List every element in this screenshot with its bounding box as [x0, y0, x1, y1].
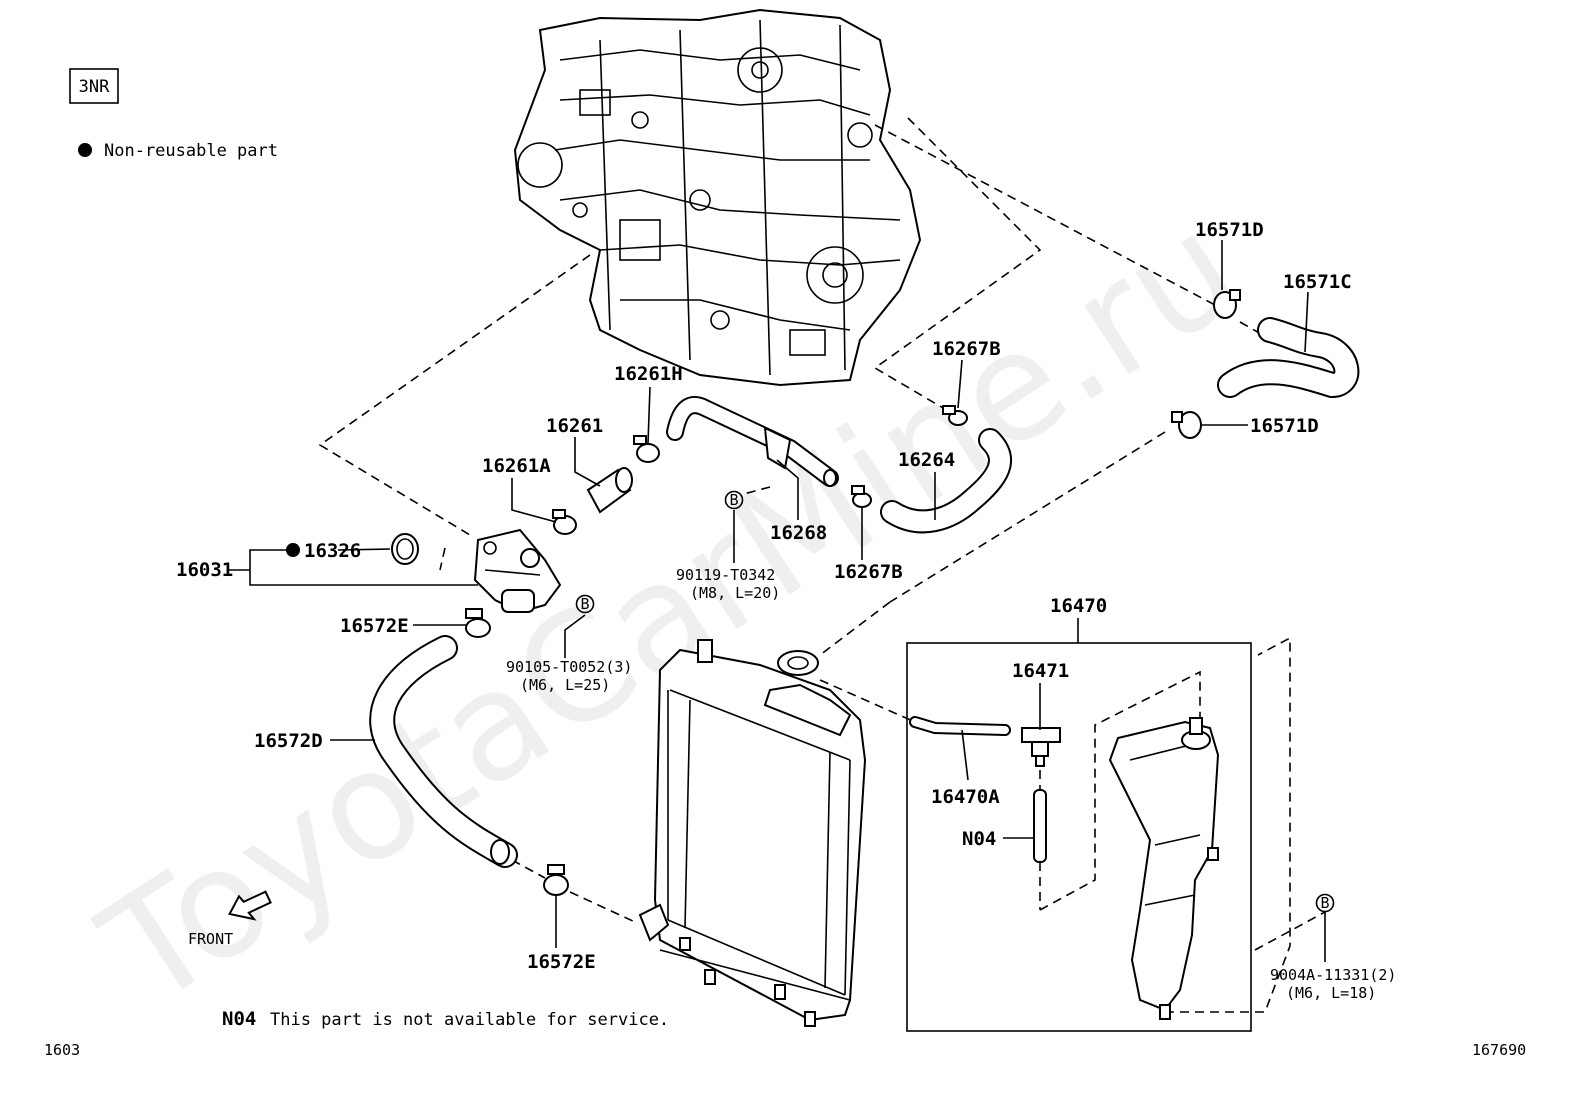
- non-reusable-icon: [286, 543, 300, 557]
- clamp-16571D-bottom: [1171, 411, 1202, 439]
- pipe-16268: [668, 398, 837, 485]
- label-16572E-bottom: 16572E: [527, 951, 596, 973]
- label-16572E-top: 16572E: [340, 615, 409, 637]
- hose-16571C: [1219, 319, 1358, 397]
- hose-16572D: [371, 637, 516, 866]
- label-16470A: 16470A: [931, 786, 1000, 808]
- reservoir-tank: [1108, 717, 1220, 1020]
- label-16261A: 16261A: [482, 455, 551, 477]
- ref-mark-b-90105: B: [575, 594, 595, 614]
- label-16268: 16268: [770, 522, 827, 544]
- reservoir-assembly-box: [906, 642, 1252, 1032]
- clamp-16267B-bottom: [851, 485, 872, 508]
- footer-left-code: 1603: [44, 1041, 80, 1059]
- label-16571D-bottom: 16571D: [1250, 415, 1319, 437]
- label-16572D: 16572D: [254, 730, 323, 752]
- engine-code-box: [69, 68, 119, 104]
- front-label: FRONT: [188, 930, 233, 948]
- label-90119: 90119-T0342: [676, 566, 775, 584]
- label-16326: 16326: [304, 540, 361, 562]
- label-90105: 90105-T0052(3): [506, 658, 632, 676]
- gasket-16326: [391, 533, 419, 565]
- n04-code: N04: [222, 1008, 256, 1030]
- legend-text: Non-reusable part: [104, 141, 278, 161]
- radiator: [638, 639, 867, 1027]
- n04-note: This part is not available for service.: [270, 1010, 669, 1030]
- label-90105-spec: (M6, L=25): [520, 676, 610, 694]
- label-N04: N04: [962, 828, 996, 850]
- thermostat-housing: [473, 528, 562, 614]
- pipe-bracket: [763, 426, 792, 470]
- clamp-16267B-top: [942, 405, 968, 426]
- hose-16572D-end: [490, 839, 510, 865]
- radiator-cap: [777, 650, 819, 676]
- pipe-N04: [1033, 789, 1047, 863]
- svg-text:B: B: [580, 595, 589, 613]
- label-16470: 16470: [1050, 595, 1107, 617]
- leader-lines: [227, 240, 1326, 962]
- footer-right-code: 167690: [1472, 1041, 1526, 1059]
- clamp-16571D-top: [1213, 289, 1241, 319]
- engine-code: 3NR: [79, 77, 110, 97]
- label-16261: 16261: [546, 415, 603, 437]
- label-90119-spec: (M8, L=20): [690, 584, 780, 602]
- hose-16470A: [911, 718, 1009, 734]
- svg-text:B: B: [1320, 894, 1329, 912]
- radiator-pin: [697, 639, 713, 663]
- label-16267B-bottom: 16267B: [834, 561, 903, 583]
- front-arrow-icon: [228, 890, 272, 921]
- label-9004A-spec: (M6, L=18): [1286, 984, 1376, 1002]
- clamp-16261A: [552, 509, 577, 535]
- reference-lines: [318, 117, 1326, 1013]
- label-16031: 16031: [176, 559, 233, 581]
- ref-mark-b-9004A: B: [1315, 893, 1335, 913]
- hose-16261: [586, 467, 633, 514]
- cap-16471: [1021, 727, 1061, 767]
- label-16471: 16471: [1012, 660, 1069, 682]
- ref-mark-b-90119: B: [724, 490, 744, 510]
- clamp-16572E-top: [465, 608, 491, 638]
- engine-block: [513, 8, 922, 387]
- label-9004A: 9004A-11331(2): [1270, 966, 1396, 984]
- hose-16264: [882, 430, 1010, 532]
- label-16261H: 16261H: [614, 363, 683, 385]
- svg-text:B: B: [729, 491, 738, 509]
- label-16571C: 16571C: [1283, 271, 1352, 293]
- non-reusable-bullet-icon: [78, 143, 92, 157]
- label-16267B-top: 16267B: [932, 338, 1001, 360]
- clamp-16572E-bottom: [543, 864, 569, 896]
- clamp-16261H: [633, 435, 660, 463]
- label-16264: 16264: [898, 449, 955, 471]
- label-16571D-top: 16571D: [1195, 219, 1264, 241]
